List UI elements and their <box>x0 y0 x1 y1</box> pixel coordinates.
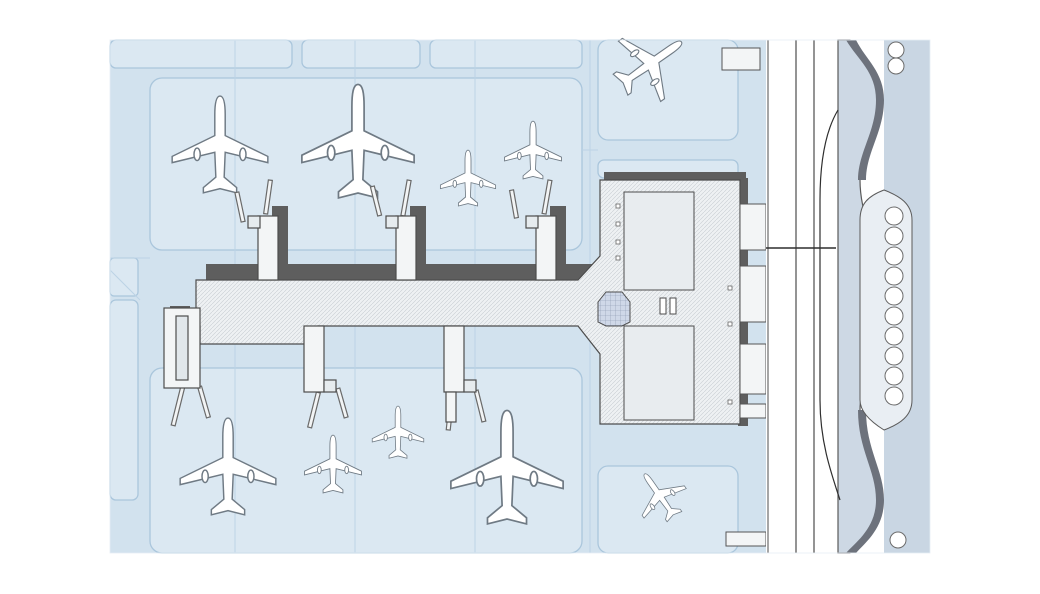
kerbside-canopies <box>721 47 767 547</box>
roof-panel-north <box>623 191 695 291</box>
main-hall <box>597 191 733 421</box>
atrium-skylight <box>597 291 631 327</box>
pier-north-2 <box>395 215 417 281</box>
landside-parking <box>819 39 930 554</box>
apron-stand-blocks <box>109 39 739 554</box>
landside-road <box>766 40 838 553</box>
parked-vehicles <box>884 41 907 549</box>
roof-panel-south <box>623 325 695 421</box>
pier-north-1 <box>257 215 279 281</box>
pier-south-2 <box>443 325 465 393</box>
terminal-building <box>163 179 741 425</box>
pier-south-1 <box>303 325 325 393</box>
pier-north-3 <box>535 215 557 281</box>
